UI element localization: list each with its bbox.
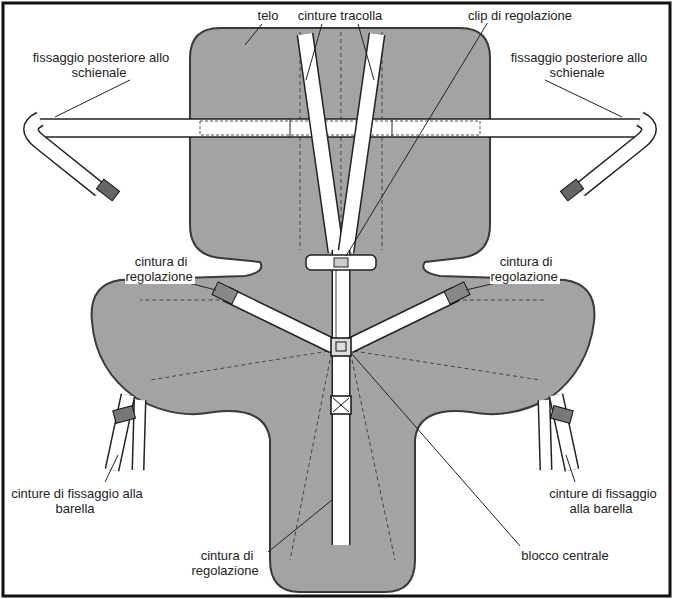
part-label: cintura di regolazione bbox=[181, 548, 271, 578]
part-label-text: telo bbox=[256, 8, 281, 23]
back-strap bbox=[31, 119, 649, 201]
part-label-text: cintura di regolazione bbox=[191, 548, 260, 578]
part-label: telo bbox=[238, 8, 298, 23]
part-label-text: clip di regolazione bbox=[466, 8, 574, 23]
part-label-text: fissaggio posteriore allo schienale bbox=[31, 50, 170, 80]
side-belts bbox=[212, 282, 470, 346]
central-lock bbox=[331, 338, 351, 356]
part-label: cintura di regolazione bbox=[115, 254, 205, 284]
part-label-text: cinture tracolla bbox=[296, 8, 385, 23]
crotch-belt bbox=[331, 338, 351, 545]
part-label-text: cinture di fissaggio alla barella bbox=[9, 486, 143, 516]
seam-lines bbox=[140, 32, 545, 560]
adjust-clip bbox=[306, 255, 376, 270]
shoulder-belts bbox=[305, 34, 377, 345]
part-label: cintura di regolazione bbox=[480, 254, 570, 284]
part-label-text: fissaggio posteriore allo schienale bbox=[509, 50, 648, 80]
part-label: cinture di fissaggio alla barella bbox=[537, 486, 667, 516]
leader-lines bbox=[55, 22, 622, 552]
part-label-text: cinture di fissaggio alla barella bbox=[547, 486, 657, 516]
part-label: fissaggio posteriore allo schienale bbox=[25, 50, 175, 80]
frame bbox=[3, 3, 670, 596]
part-label: blocco centrale bbox=[500, 548, 630, 563]
part-label-text: blocco centrale bbox=[519, 548, 610, 563]
canvas-seat bbox=[92, 28, 595, 592]
part-label-text: cintura di regolazione bbox=[125, 254, 194, 284]
part-label: clip di regolazione bbox=[445, 8, 595, 23]
part-label-text: cintura di regolazione bbox=[490, 254, 559, 284]
stretcher-belts bbox=[112, 395, 573, 470]
part-label: cinture di fissaggio alla barella bbox=[6, 486, 146, 516]
part-label: cinture tracolla bbox=[275, 8, 405, 23]
part-label: fissaggio posteriore allo schienale bbox=[503, 50, 653, 80]
